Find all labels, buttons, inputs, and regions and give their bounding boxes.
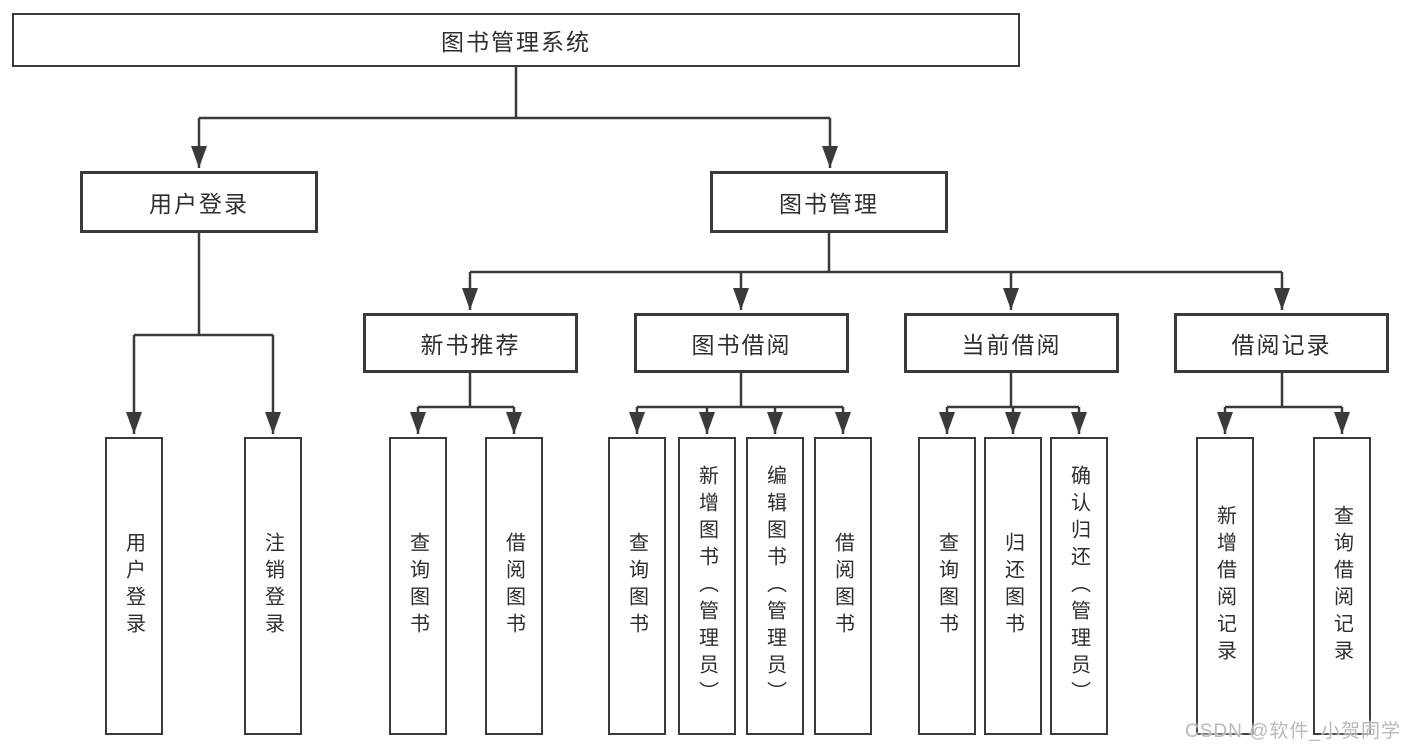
leaf-label: 新增借阅记录 — [1213, 505, 1236, 667]
leaf-label: 归还图书 — [1001, 532, 1024, 640]
leaf-label: 编辑图书（管理员） — [763, 464, 786, 708]
node-new-book-recommend: 新书推荐 — [363, 313, 578, 373]
leaf-label: 查询图书 — [625, 532, 648, 640]
node-user-login: 用户登录 — [80, 171, 318, 233]
leaf-label: 注销登录 — [261, 532, 284, 640]
leaf-borrowing-query-book: 查询图书 — [608, 437, 666, 735]
leaf-label: 查询图书 — [935, 532, 958, 640]
connector-arrows — [126, 118, 1350, 434]
leaf-recommend-query-book: 查询图书 — [389, 437, 447, 735]
csdn-watermark: CSDN @软件_小贺同学 — [1185, 721, 1401, 742]
leaf-label: 新增图书（管理员） — [695, 464, 718, 708]
node-current-borrowing: 当前借阅 — [904, 313, 1119, 373]
leaf-logout: 注销登录 — [244, 437, 302, 735]
leaf-label: 借阅图书 — [831, 532, 854, 640]
node-borrowing-records: 借阅记录 — [1174, 313, 1389, 373]
node-book-management: 图书管理 — [710, 171, 948, 233]
leaf-current-confirm-return-admin: 确认归还（管理员） — [1050, 437, 1108, 735]
leaf-borrowing-add-book-admin: 新增图书（管理员） — [678, 437, 736, 735]
leaf-recommend-borrow-book: 借阅图书 — [485, 437, 543, 735]
leaf-borrowing-borrow-book: 借阅图书 — [814, 437, 872, 735]
leaf-current-query-book: 查询图书 — [918, 437, 976, 735]
leaf-label: 查询借阅记录 — [1330, 505, 1353, 667]
node-root-system: 图书管理系统 — [12, 13, 1020, 67]
leaf-label: 用户登录 — [122, 532, 145, 640]
node-book-borrowing: 图书借阅 — [634, 313, 849, 373]
leaf-label: 借阅图书 — [502, 532, 525, 640]
leaf-label: 确认归还（管理员） — [1067, 464, 1090, 708]
leaf-label: 查询图书 — [406, 532, 429, 640]
leaf-records-add-record: 新增借阅记录 — [1196, 437, 1254, 735]
leaf-borrowing-edit-book-admin: 编辑图书（管理员） — [746, 437, 804, 735]
leaf-user-login: 用户登录 — [105, 437, 163, 735]
leaf-current-return-book: 归还图书 — [984, 437, 1042, 735]
leaf-records-query-record: 查询借阅记录 — [1313, 437, 1371, 735]
